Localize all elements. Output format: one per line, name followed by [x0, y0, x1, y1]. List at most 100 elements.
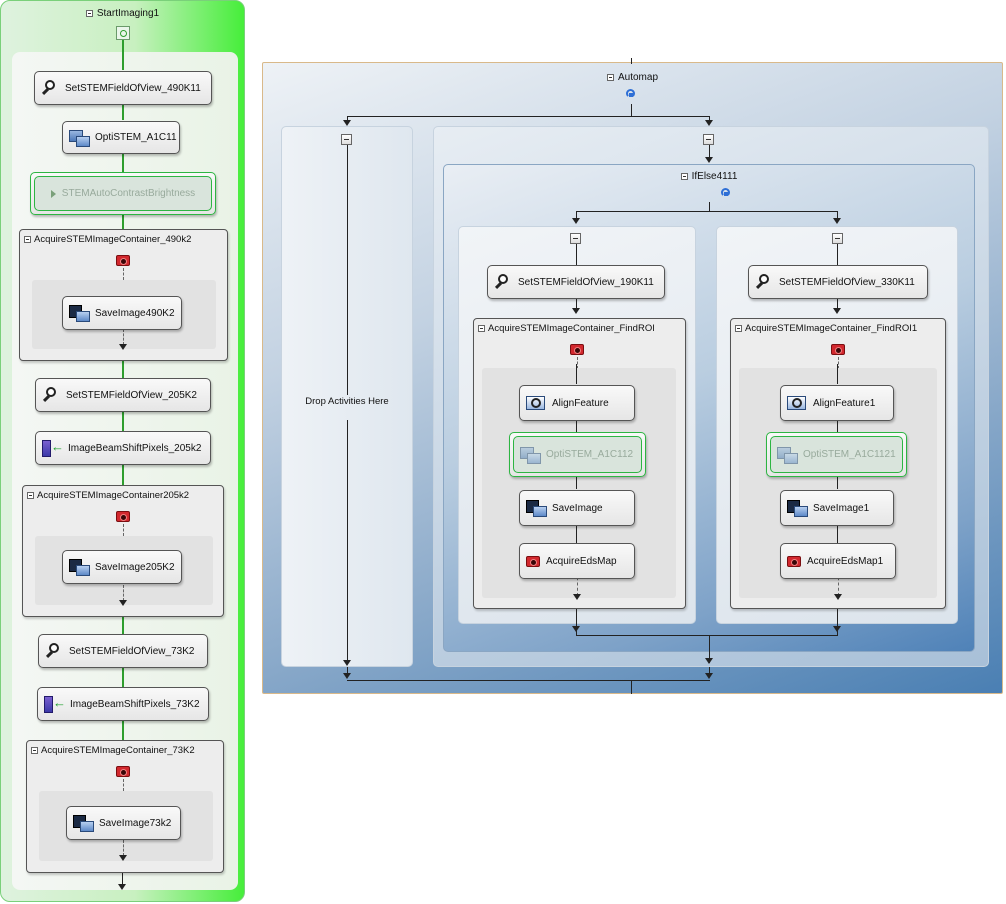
collapse-icon[interactable]: [27, 492, 34, 499]
flow-line: [347, 667, 348, 677]
activity-label: SetSTEMFieldOfView_490K11: [65, 82, 201, 94]
automap-header[interactable]: Automap: [262, 72, 1003, 83]
activity-auto-contrast-brightness[interactable]: STEMAutoContrastBrightness: [34, 176, 212, 211]
flow-line: [837, 244, 838, 266]
collapse-icon[interactable]: [703, 134, 714, 145]
collapse-icon[interactable]: [31, 747, 38, 754]
automap-title: Automap: [617, 72, 659, 83]
activity-set-fov-205k2[interactable]: SetSTEMFieldOfView_205K2: [35, 378, 211, 412]
activity-beam-shift-205k2[interactable]: ImageBeamShiftPixels_205k2: [35, 431, 211, 465]
flow-line: [122, 40, 124, 70]
activity-label: OptiSTEM_A1C1121: [803, 449, 896, 460]
flow-line: [122, 616, 124, 634]
flow-line: [837, 364, 838, 384]
drop-placeholder[interactable]: Drop Activities Here: [305, 396, 389, 407]
arrow: [573, 594, 581, 600]
container-label: AcquireSTEMImageContainer_490k2: [34, 234, 192, 245]
flow-line: [347, 116, 348, 122]
collapse-icon[interactable]: [341, 134, 352, 145]
save-icon: [787, 500, 808, 517]
flow-line: [709, 145, 710, 159]
activity-align-feature1[interactable]: AlignFeature1: [780, 385, 894, 421]
flow-line: [577, 357, 578, 369]
collapse-icon[interactable]: [832, 233, 843, 244]
magnifier-icon: [42, 386, 60, 404]
activity-label: SaveImage73k2: [99, 817, 172, 829]
flow-line: [576, 211, 838, 212]
container-acquire-490k2[interactable]: AcquireSTEMImageContainer_490k2: [19, 229, 228, 361]
flow-line: [631, 58, 632, 64]
activity-acquire-eds-map[interactable]: AcquireEdsMap: [519, 543, 635, 579]
collapse-icon[interactable]: [85, 10, 93, 17]
activity-save-image-73k2[interactable]: SaveImage73k2: [66, 806, 181, 840]
activity-label: AcquireEdsMap1: [807, 555, 884, 567]
activity-optistem-a1c1121[interactable]: OptiSTEM_A1C1121: [770, 436, 903, 473]
ifelse-header[interactable]: IfElse4111: [443, 171, 975, 182]
activity-label: AlignFeature: [552, 397, 609, 409]
collapse-icon[interactable]: [735, 325, 742, 332]
activity-label: SaveImage1: [813, 502, 870, 514]
arrow: [343, 120, 351, 126]
flow-line: [122, 720, 124, 740]
activity-optistem-a1c11[interactable]: OptiSTEM_A1C11: [62, 121, 180, 154]
flow-line: [576, 211, 577, 219]
arrow: [834, 594, 842, 600]
collapse-icon[interactable]: [570, 233, 581, 244]
sequence-header[interactable]: StartImaging1: [0, 8, 245, 19]
activity-set-fov-330k11[interactable]: SetSTEMFieldOfView_330K11: [748, 265, 928, 299]
save-icon: [73, 815, 94, 832]
flow-line: [122, 411, 124, 431]
flow-line: [123, 268, 124, 280]
activity-save-image[interactable]: SaveImage: [519, 490, 635, 526]
arrow: [705, 673, 713, 679]
sequence-icon: [116, 26, 130, 40]
activity-save-image-205k2[interactable]: SaveImage205K2: [62, 550, 182, 584]
collapse-icon[interactable]: [680, 173, 688, 180]
arrow: [119, 855, 127, 861]
camera-icon: [570, 344, 584, 355]
arrow: [833, 308, 841, 314]
collapse-icon[interactable]: [606, 74, 614, 81]
camera-icon: [787, 555, 801, 567]
flow-line: [709, 202, 710, 212]
camera-icon: [116, 511, 130, 522]
parallel-icon: [624, 88, 638, 102]
play-icon: [50, 189, 56, 198]
flow-line: [577, 572, 578, 596]
activity-optistem-a1c112[interactable]: OptiSTEM_A1C112: [513, 436, 642, 473]
activity-label: SaveImage490K2: [95, 307, 175, 319]
flow-line: [576, 609, 577, 636]
activity-save-image1[interactable]: SaveImage1: [780, 490, 894, 526]
container-label: AcquireSTEMImageContainer_FindROI: [488, 323, 655, 334]
save-icon: [69, 305, 90, 322]
flow-line: [122, 667, 124, 687]
arrow: [118, 884, 126, 890]
flow-line: [631, 680, 632, 694]
flow-line: [837, 421, 838, 433]
save-icon: [526, 500, 547, 517]
activity-set-fov-490k11[interactable]: SetSTEMFieldOfView_490K11: [34, 71, 212, 105]
camera-icon: [116, 766, 130, 777]
activity-beam-shift-73k2[interactable]: ImageBeamShiftPixels_73K2: [37, 687, 209, 721]
activity-save-image-490k2[interactable]: SaveImage490K2: [62, 296, 182, 330]
activity-label: ImageBeamShiftPixels_73K2: [70, 698, 200, 710]
activity-label: AcquireEdsMap: [546, 555, 617, 567]
arrow: [343, 660, 351, 666]
container-title: AcquireSTEMImageContainer_490k2: [24, 234, 191, 245]
activity-set-fov-190k11[interactable]: SetSTEMFieldOfView_190K11: [487, 265, 665, 299]
flow-line: [123, 840, 124, 856]
collapse-icon[interactable]: [478, 325, 485, 332]
flow-line: [576, 421, 577, 433]
magnifier-icon: [755, 273, 773, 291]
arrow: [572, 626, 580, 632]
activity-label: OptiSTEM_A1C11: [95, 132, 177, 143]
flow-line: [709, 116, 710, 122]
activity-set-fov-73k2[interactable]: SetSTEMFieldOfView_73K2: [38, 634, 208, 668]
arrow: [119, 600, 127, 606]
container-title: AcquireSTEMImageContainer_FindROI1: [735, 323, 917, 334]
collapse-icon[interactable]: [24, 236, 31, 243]
activity-align-feature[interactable]: AlignFeature: [519, 385, 635, 421]
flow-line: [837, 526, 838, 544]
magnifier-icon: [45, 642, 63, 660]
activity-acquire-eds-map1[interactable]: AcquireEdsMap1: [780, 543, 896, 579]
